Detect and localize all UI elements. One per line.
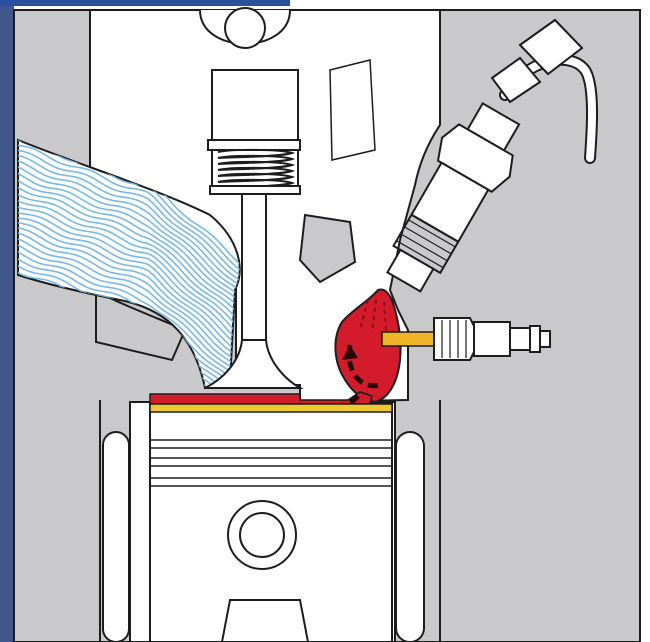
valve-retainer	[208, 140, 300, 150]
camshaft-bore	[225, 8, 265, 48]
frame-stripe	[0, 0, 290, 6]
coolant-passage-right	[396, 432, 424, 642]
valve-icon	[242, 194, 266, 344]
piston-icon	[150, 404, 392, 642]
frame-stripe-left	[0, 6, 14, 642]
coolant-passage-left	[103, 432, 129, 642]
piston-crown	[150, 404, 392, 412]
head-core-3	[330, 60, 375, 160]
valve-spring-seat	[210, 186, 300, 194]
